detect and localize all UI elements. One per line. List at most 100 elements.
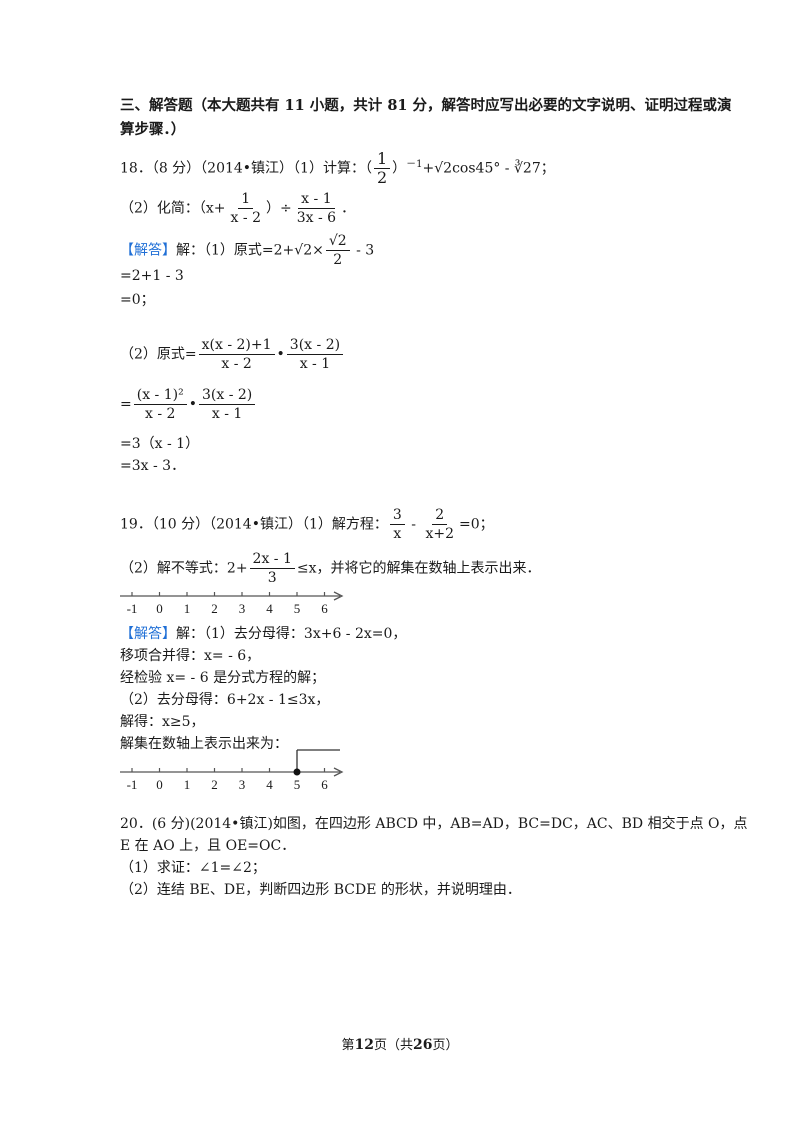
axis-tick-label: 1 <box>184 601 191 616</box>
axis-tick-label: -1 <box>127 601 138 616</box>
footer-total-pages: 26 <box>413 1037 433 1053</box>
q19-prefix: 19．（10 分）（2014•镇江）（1）解方程： <box>120 516 388 533</box>
q18-part2-f1-numerator: 1 <box>238 190 254 209</box>
q19-part2-denominator: 3 <box>267 570 277 586</box>
q19-step-2: 经检验 x= - 6 是分式方程的解； <box>120 670 326 686</box>
axis-tick-label: 1 <box>184 777 191 792</box>
q18-p2-f1-numerator: x(x - 2)+1 <box>198 336 275 355</box>
axis-tick-label: 6 <box>321 601 328 616</box>
number-line-solution: -1 0 1 2 3 4 5 6 <box>120 749 344 792</box>
axis-arrow <box>333 591 344 601</box>
q19-step-3: （2）去分母得：6+2x - 1≤3x， <box>120 692 330 708</box>
q18-answer-tag: 【解答】 <box>120 242 176 259</box>
q18-part2-label: （2）原式= <box>120 346 197 363</box>
axis-tick-label: 0 <box>156 777 163 792</box>
q18-half-denominator: 2 <box>376 168 388 187</box>
q18-part2-prefix: （2）化简：（x+ <box>120 200 226 217</box>
q20-line-4: （2）连结 BE、DE，判断四边形 BCDE 的形状，并说明理由． <box>120 882 521 898</box>
q18-p2-f3-numerator: (x - 1)² <box>133 386 187 405</box>
axis-tick-label: 4 <box>266 777 273 792</box>
q18-answer-f-numerator: √2 <box>325 232 350 251</box>
q19-step-5: 解集在数轴上表示出来为： <box>120 736 288 752</box>
q18-power: －1 <box>406 158 423 170</box>
q18-half-numerator: 1 <box>373 150 391 169</box>
q19-part2-end: ≤x，并将它的解集在数轴上表示出来． <box>296 560 541 577</box>
axis-arrow <box>333 767 344 777</box>
q18-p2-f4-denominator: x - 1 <box>211 406 243 422</box>
q18-part2-end: ． <box>341 200 356 217</box>
axis-tick-label: 3 <box>239 777 246 792</box>
q19-answer-tag: 【解答】 <box>120 626 176 642</box>
section-heading-line-2: 算步骤．） <box>120 121 186 138</box>
q18-part2-mid: ）÷ <box>265 200 292 217</box>
q19-step-4: 解得：x≥5， <box>120 714 205 730</box>
q18-part2-f2-numerator: x - 1 <box>298 190 335 209</box>
axis-tick-label: 2 <box>211 777 218 792</box>
page-footer: 第12页（共26页） <box>0 1034 800 1053</box>
q19-part2-numerator: 2x - 1 <box>249 550 295 569</box>
q18-answer-end: - 3 <box>351 242 375 259</box>
q19-step-1: 移项合并得：x= - 6， <box>120 648 261 664</box>
q18-p2-eq: = <box>120 396 132 413</box>
axis-tick-label: 5 <box>294 777 301 792</box>
axis-tick-label: 3 <box>239 601 246 616</box>
q18-step-3: =3（x - 1） <box>120 436 200 452</box>
q18-p2-f2-numerator: 3(x - 2) <box>286 336 344 355</box>
q19-answer: 【解答】解：（1）去分母得：3x+6 - 2x=0， <box>120 624 406 644</box>
footer-suffix: 页） <box>432 1038 459 1053</box>
q18-prefix: 18．（8 分）（2014•镇江）（1）计算：（ <box>120 160 372 177</box>
q18-answer-f-denominator: 2 <box>333 252 343 268</box>
q18-p2-f3-denominator: x - 2 <box>145 406 176 422</box>
axis-tick-label: 0 <box>156 601 163 616</box>
q18-part2-f1-denominator: x - 2 <box>230 210 261 226</box>
solution-point <box>293 768 301 776</box>
q19-end: =0； <box>458 516 494 533</box>
q18-p2-fraction-4: 3(x - 2)x - 1 <box>198 386 256 423</box>
q18-p2-f2-denominator: x - 1 <box>299 356 331 372</box>
section-heading-line-1: 三、解答题（本大题共有 11 小题，共计 81 分，解答时应写出必要的文字说明、… <box>120 97 732 114</box>
q19-f1-denominator: x <box>393 526 402 542</box>
q19-f2-numerator: 2 <box>432 506 448 525</box>
q18-p2-f1-denominator: x - 2 <box>221 356 252 372</box>
footer-mid: 页（共 <box>373 1038 413 1053</box>
q20-line-2: E 在 AO 上，且 OE=OC． <box>120 838 296 854</box>
q18-close-paren: ） <box>392 160 407 177</box>
q19-f1-numerator: 3 <box>389 506 405 525</box>
q19-f2-denominator: x+2 <box>425 526 454 542</box>
footer-prefix: 第 <box>341 1038 355 1053</box>
q19-minus: - <box>406 516 421 533</box>
axis-tick-label: 2 <box>211 601 218 616</box>
q18-step-1: =2+1 - 3 <box>120 268 184 284</box>
q18-p2-f4-numerator: 3(x - 2) <box>198 386 256 405</box>
axis-tick-label: -1 <box>127 777 138 792</box>
q18-p2-fraction-2: 3(x - 2)x - 1 <box>286 336 344 373</box>
q18-part2-f2-denominator: 3x - 6 <box>296 210 337 226</box>
q18-p2-dot-2: • <box>188 396 197 413</box>
q18-step-4: =3x - 3． <box>120 458 186 474</box>
q19-part2-prefix: （2）解不等式：2+ <box>120 560 248 577</box>
q18-answer-text: 解：（1）原式=2+√2× <box>176 242 324 259</box>
q18-suffix: +√2cos45° - ∛27； <box>422 160 555 177</box>
axis-tick-label: 6 <box>321 777 328 792</box>
q20-line-3: （1）求证：∠1=∠2； <box>120 860 266 876</box>
axis-tick-label: 5 <box>294 601 301 616</box>
q18-p2-dot: • <box>276 346 285 363</box>
q20-line-1: 20．(6 分)(2014•镇江)如图，在四边形 ABCD 中，AB=AD，BC… <box>120 816 748 832</box>
